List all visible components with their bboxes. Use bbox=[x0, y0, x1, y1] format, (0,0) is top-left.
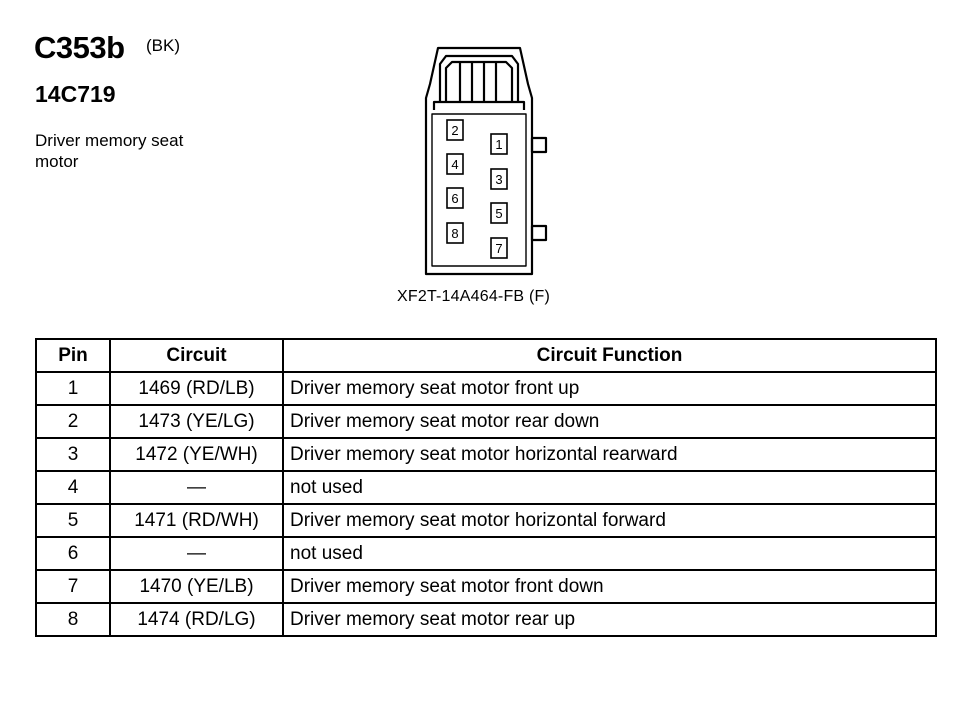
table-row: 3 1472 (YE/WH) Driver memory seat motor … bbox=[35, 437, 937, 472]
circuit-code: 1474 (RD/LG) bbox=[109, 602, 284, 637]
pin-label-1: 1 bbox=[495, 137, 502, 152]
pin-cavity-3 bbox=[490, 168, 508, 190]
circuit-code: 1470 (YE/LB) bbox=[109, 569, 284, 604]
table-row: 6 — not used bbox=[35, 536, 937, 571]
circuit-function: not used bbox=[282, 470, 937, 505]
pin-label-2: 2 bbox=[451, 123, 458, 138]
connector-color-code: (BK) bbox=[146, 36, 180, 55]
pin-cavity-5 bbox=[490, 202, 508, 224]
pin-cavity-6 bbox=[446, 187, 464, 209]
pin-number: 1 bbox=[35, 371, 111, 406]
pin-cavity-4 bbox=[446, 153, 464, 175]
pin-label-6: 6 bbox=[451, 191, 458, 206]
circuit-code: — bbox=[109, 536, 284, 571]
pin-cavity-8 bbox=[446, 222, 464, 244]
circuit-code: — bbox=[109, 470, 284, 505]
connector-title: C353b bbox=[34, 30, 125, 65]
circuit-function: Driver memory seat motor front down bbox=[282, 569, 937, 604]
table-header-row: Pin Circuit Circuit Function bbox=[35, 338, 937, 373]
circuit-function: Driver memory seat motor rear down bbox=[282, 404, 937, 439]
header-pin: Pin bbox=[35, 338, 111, 373]
table-row: 7 1470 (YE/LB) Driver memory seat motor … bbox=[35, 569, 937, 604]
circuit-function: Driver memory seat motor front up bbox=[282, 371, 937, 406]
pin-number: 7 bbox=[35, 569, 111, 604]
table-row: 4 — not used bbox=[35, 470, 937, 505]
connector-part-code: XF2T-14A464-FB (F) bbox=[397, 288, 550, 305]
pin-number: 2 bbox=[35, 404, 111, 439]
pin-number: 8 bbox=[35, 602, 111, 637]
connector-description: Driver memory seat motor bbox=[35, 131, 184, 171]
table-row: 8 1474 (RD/LG) Driver memory seat motor … bbox=[35, 602, 937, 637]
header-circuit: Circuit bbox=[109, 338, 284, 373]
pin-number: 6 bbox=[35, 536, 111, 571]
connector-diagram: 2 1 4 3 6 5 8 7 bbox=[424, 46, 548, 276]
pin-number: 5 bbox=[35, 503, 111, 538]
circuit-function: not used bbox=[282, 536, 937, 571]
pin-table: Pin Circuit Circuit Function 1 1469 (RD/… bbox=[35, 338, 937, 637]
part-number: 14C719 bbox=[35, 81, 116, 107]
pin-label-8: 8 bbox=[451, 226, 458, 241]
circuit-code: 1472 (YE/WH) bbox=[109, 437, 284, 472]
pin-cavity-7 bbox=[490, 237, 508, 259]
circuit-function: Driver memory seat motor horizontal rear… bbox=[282, 437, 937, 472]
pin-label-3: 3 bbox=[495, 172, 502, 187]
pin-number: 3 bbox=[35, 437, 111, 472]
table-row: 1 1469 (RD/LB) Driver memory seat motor … bbox=[35, 371, 937, 406]
pin-cavity-2 bbox=[446, 119, 464, 141]
pin-label-7: 7 bbox=[495, 241, 502, 256]
circuit-function: Driver memory seat motor rear up bbox=[282, 602, 937, 637]
header-circuit-function: Circuit Function bbox=[282, 338, 937, 373]
table-row: 2 1473 (YE/LG) Driver memory seat motor … bbox=[35, 404, 937, 439]
pin-label-5: 5 bbox=[495, 206, 502, 221]
circuit-code: 1471 (RD/WH) bbox=[109, 503, 284, 538]
circuit-function: Driver memory seat motor horizontal forw… bbox=[282, 503, 937, 538]
circuit-code: 1473 (YE/LG) bbox=[109, 404, 284, 439]
pin-cavity-1 bbox=[490, 133, 508, 155]
table-row: 5 1471 (RD/WH) Driver memory seat motor … bbox=[35, 503, 937, 538]
pin-number: 4 bbox=[35, 470, 111, 505]
circuit-code: 1469 (RD/LB) bbox=[109, 371, 284, 406]
pin-label-4: 4 bbox=[451, 157, 458, 172]
